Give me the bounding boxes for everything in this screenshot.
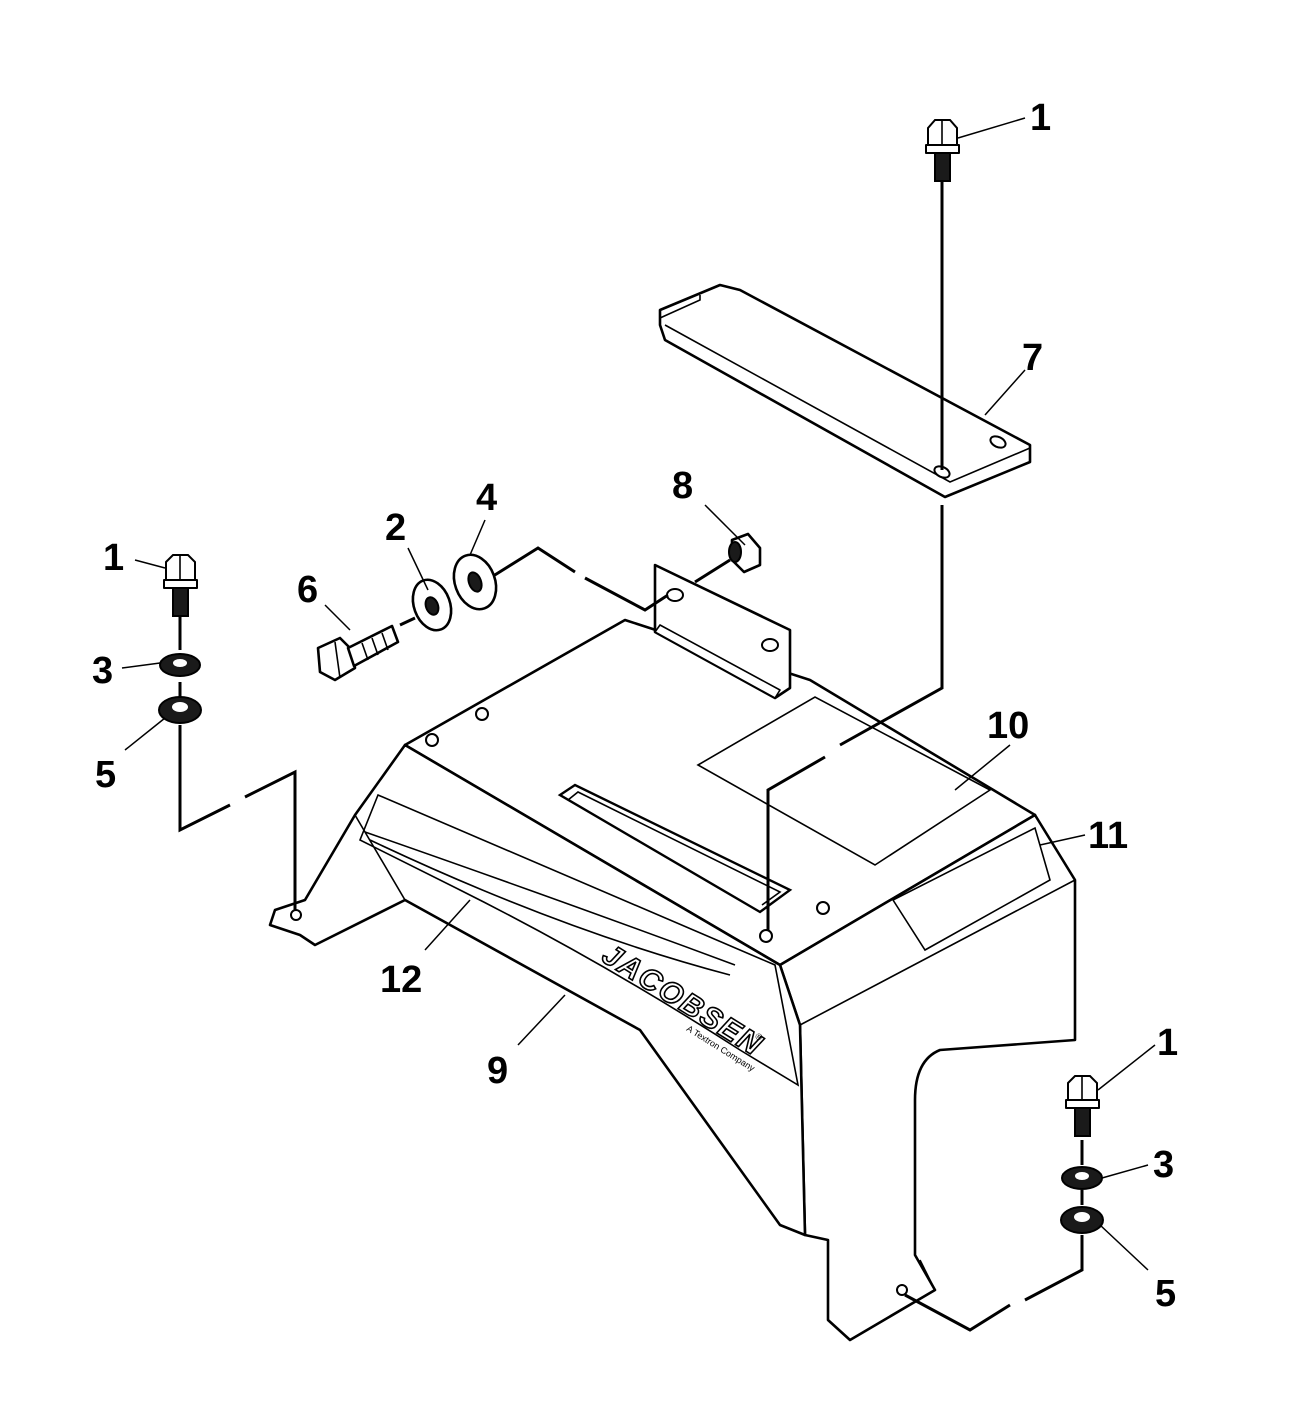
callout-4: 4 <box>476 477 497 519</box>
bolt-1-left <box>163 554 198 617</box>
lock-washer-3-right <box>1061 1166 1103 1190</box>
bolt-1-top <box>925 119 960 182</box>
callout-11: 11 <box>1088 815 1128 857</box>
callout-5-right: 5 <box>1155 1273 1176 1315</box>
leader-lines <box>121 117 1156 1271</box>
decal-11 <box>891 826 1051 952</box>
bolt-1-right <box>1065 1075 1100 1137</box>
callout-1-top: 1 <box>1030 97 1051 139</box>
callout-labels: 1 7 8 4 2 6 1 3 5 10 11 12 9 1 3 5 <box>92 97 1178 1315</box>
hood-shroud <box>268 618 1077 1342</box>
callout-2: 2 <box>385 507 406 549</box>
callout-1-right: 1 <box>1157 1022 1178 1064</box>
cover-plate-7 <box>658 283 1032 499</box>
callout-6: 6 <box>297 569 318 611</box>
callout-5-left: 5 <box>95 754 116 796</box>
callout-3-left: 3 <box>92 650 113 692</box>
bolt-6 <box>316 624 400 682</box>
washer-2 <box>411 578 453 632</box>
svg-text:®: ® <box>753 1031 764 1043</box>
callout-10: 10 <box>987 705 1029 747</box>
mounting-bracket <box>653 563 792 700</box>
lock-washer-3-left <box>159 653 201 677</box>
decal-10 <box>696 696 992 866</box>
assembly-lines <box>178 180 1084 1332</box>
decal-12 <box>358 793 800 1087</box>
washer-4 <box>452 553 498 611</box>
callout-7: 7 <box>1022 337 1043 379</box>
flat-washer-5-left <box>158 696 202 724</box>
callout-9: 9 <box>487 1050 508 1092</box>
nut-8 <box>728 532 762 574</box>
callout-8: 8 <box>672 465 693 507</box>
flat-washer-5-right <box>1060 1206 1104 1234</box>
callout-12: 12 <box>380 959 422 1001</box>
callout-3-right: 3 <box>1153 1144 1174 1186</box>
callout-1-left: 1 <box>103 537 124 579</box>
